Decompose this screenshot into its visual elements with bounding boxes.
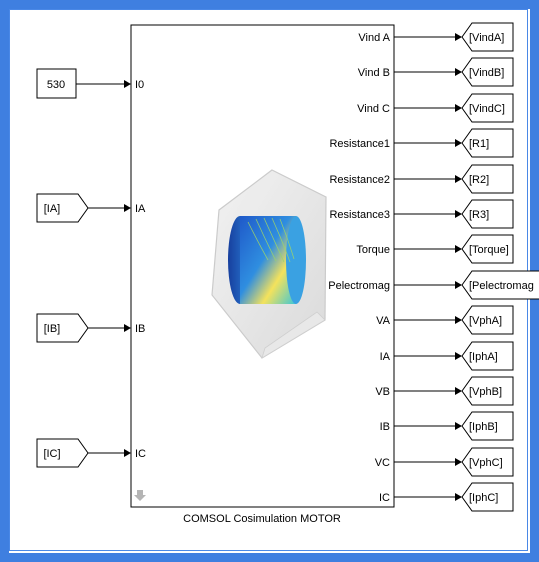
goto-tag-label: [VphB]: [469, 386, 502, 398]
from-label-ic: [IC]: [43, 448, 60, 460]
goto-block[interactable]: [461, 164, 514, 194]
input-port-i0[interactable]: I0: [76, 79, 144, 91]
output-signal-vb[interactable]: VB [VphB]: [375, 376, 514, 406]
goto-tag-label: [R3]: [469, 209, 489, 221]
goto-tag-label: [IphC]: [469, 492, 498, 504]
goto-block[interactable]: [461, 199, 514, 229]
constant-value: 530: [47, 79, 65, 91]
output-signal-r3[interactable]: Resistance3 [R3]: [329, 199, 514, 229]
goto-tag-label: [Pelectromag: [469, 280, 534, 292]
goto-block[interactable]: [461, 234, 514, 264]
input-port-ib[interactable]: IB: [88, 323, 145, 335]
canvas-frame-bottom: [0, 553, 539, 562]
output-signal-ic-out[interactable]: IC [IphC]: [379, 482, 514, 512]
goto-block[interactable]: [461, 376, 514, 406]
goto-block[interactable]: [461, 270, 539, 300]
goto-tag-label: [IphB]: [469, 421, 498, 433]
canvas-frame-top: [0, 0, 539, 9]
down-arrow-icon: [134, 490, 146, 501]
block-title: COMSOL Cosimulation MOTOR: [183, 513, 341, 525]
from-label-ib: [IB]: [44, 323, 61, 335]
output-signal-r1[interactable]: Resistance1 [R1]: [329, 128, 514, 158]
output-signal-r2[interactable]: Resistance2 [R2]: [329, 164, 514, 194]
input-port-label: IC: [135, 448, 146, 460]
output-port-label: Pelectromag: [328, 280, 390, 292]
input-port-label: IA: [135, 203, 146, 215]
constant-block[interactable]: [36, 68, 77, 99]
output-signal-pelec[interactable]: Pelectromag [Pelectromag: [328, 270, 539, 300]
output-port-label: Resistance2: [329, 174, 390, 186]
goto-block[interactable]: [461, 411, 514, 441]
output-port-label: Vind B: [358, 67, 390, 79]
goto-block[interactable]: [461, 128, 514, 158]
output-signal-vc[interactable]: VC [VphC]: [375, 447, 514, 477]
output-port-label: IA: [380, 351, 391, 363]
goto-block[interactable]: [461, 57, 514, 87]
goto-tag-label: [VindB]: [469, 67, 504, 79]
comsol-logo-icon: [211, 169, 327, 359]
output-port-label: IC: [379, 492, 390, 504]
goto-tag-label: [VindC]: [469, 103, 505, 115]
canvas-frame-left: [0, 0, 9, 562]
goto-block[interactable]: [461, 22, 514, 52]
goto-tag-label: [IphA]: [469, 351, 498, 363]
output-signal-ib-out[interactable]: IB [IphB]: [380, 411, 514, 441]
output-signals: Vind A [VindA] Vind B [VindB] Vind C [VindC] R…: [328, 22, 539, 512]
goto-tag-label: [R1]: [469, 138, 489, 150]
goto-tag-label: [Torque]: [469, 244, 509, 256]
output-port-label: Resistance1: [329, 138, 390, 150]
output-signal-va[interactable]: VA [VphA]: [376, 305, 514, 335]
goto-tag-label: [VindA]: [469, 32, 504, 44]
output-signal-vinda[interactable]: Vind A [VindA]: [358, 22, 514, 52]
output-port-label: VB: [375, 386, 390, 398]
output-port-label: Torque: [356, 244, 390, 256]
input-sources: 530 [IA] [IB] [IC]: [36, 68, 89, 468]
output-port-label: Vind C: [357, 103, 390, 115]
output-signal-ia-out[interactable]: IA [IphA]: [380, 341, 514, 371]
goto-block[interactable]: [461, 482, 514, 512]
from-block-ia[interactable]: [36, 193, 89, 223]
goto-tag-label: [R2]: [469, 174, 489, 186]
from-block-ic[interactable]: [36, 438, 89, 468]
output-port-label: VA: [376, 315, 391, 327]
output-signal-vindc[interactable]: Vind C [VindC]: [357, 93, 514, 123]
output-port-label: Resistance3: [329, 209, 390, 221]
output-port-label: VC: [375, 457, 390, 469]
input-port-label: I0: [135, 79, 144, 91]
goto-tag-label: [VphC]: [469, 457, 503, 469]
from-label-ia: [IA]: [44, 203, 61, 215]
output-port-label: IB: [380, 421, 390, 433]
from-block-ib[interactable]: [36, 313, 89, 343]
input-port-ia[interactable]: IA: [88, 203, 146, 215]
goto-block[interactable]: [461, 341, 514, 371]
input-port-ic[interactable]: IC: [88, 448, 146, 460]
goto-tag-label: [VphA]: [469, 315, 502, 327]
output-signal-vindb[interactable]: Vind B [VindB]: [358, 57, 514, 87]
output-port-label: Vind A: [358, 32, 390, 44]
input-port-label: IB: [135, 323, 145, 335]
goto-block[interactable]: [461, 305, 514, 335]
goto-block[interactable]: [461, 93, 514, 123]
output-signal-torque[interactable]: Torque [Torque]: [356, 234, 514, 264]
goto-block[interactable]: [461, 447, 514, 477]
